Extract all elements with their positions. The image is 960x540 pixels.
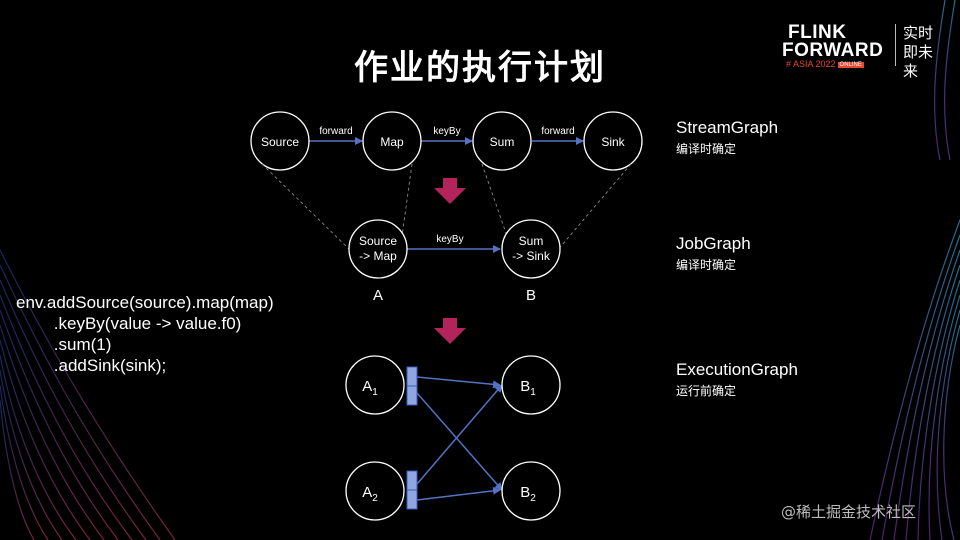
stream-node-map [362,111,422,171]
mapping-line [261,163,353,253]
job-graph-label: JobGraph 编译时确定 [676,234,751,273]
exec-node-base: A [362,378,372,395]
job-node-id: B [526,287,536,304]
logo-slogan: 实时即未来 [903,24,934,80]
exec-node-base: B [520,484,530,501]
watermark: @稀土掘金技术社区 [781,503,917,521]
down-arrow-icon [434,318,466,344]
logo-forward: FORWARD [782,40,884,61]
exec-node-label: B1 [520,378,536,398]
logo-flink: FLINK [788,22,847,43]
stream-node-label: Source [261,135,299,149]
code-line: .addSink(sink); [16,356,167,375]
result-partition [406,489,418,510]
exec-edge [416,486,501,501]
job-graph-note: 编译时确定 [676,258,737,272]
exec-node-label: A1 [362,378,378,398]
job-node-b [501,219,561,279]
code-line: .keyBy(value -> value.f0) [16,314,242,333]
job-node-label: Source [359,234,397,248]
result-partition [406,366,418,387]
exec-edge [416,392,503,491]
exec-node-sub: 2 [372,493,378,504]
execution-graph-label: ExecutionGraph 运行前确定 [676,360,798,399]
exec-node-sub: 1 [530,387,536,398]
logo-asia-text: # ASIA 2022 [786,59,836,69]
stream-edge-label: forward [319,126,352,137]
exec-node-a1 [345,355,405,415]
stream-edge-label: forward [541,126,574,137]
down-arrow-icon [434,178,466,204]
logo-online-badge: ONLINE [837,61,864,68]
job-node-label: Sum [519,234,544,248]
exec-node-base: A [362,484,372,501]
mapping-line [481,163,508,237]
stream-graph-note: 编译时确定 [676,142,737,156]
stream-graph-name: StreamGraph [676,118,779,137]
exec-node-label: A2 [362,484,378,504]
stream-edge-label: keyBy [433,126,460,137]
job-graph-name: JobGraph [676,234,751,253]
code-snippet: env.addSource(source).map(map) .keyBy(va… [16,292,274,376]
code-line: .sum(1) [16,335,112,354]
stream-node-source [250,111,310,171]
stream-node-label: Map [380,135,404,149]
exec-node-sub: 1 [372,387,378,398]
exec-edge [416,376,501,389]
mapping-line [555,163,632,253]
exec-node-sub: 2 [530,493,536,504]
execution-graph-note: 运行前确定 [676,384,737,398]
exec-node-base: B [520,378,530,395]
stream-graph-label: StreamGraph 编译时确定 [676,118,778,157]
result-partition [406,470,418,491]
stream-node-sink [583,111,643,171]
mapping-line [401,163,413,237]
exec-edge [416,384,503,485]
result-partition [406,385,418,406]
stream-node-label: Sink [601,135,625,149]
execution-graph-name: ExecutionGraph [676,360,798,379]
stream-node-sum [472,111,532,171]
job-node-label: -> Sink [512,249,551,263]
job-node-label: -> Map [359,249,397,263]
job-edge-label: keyBy [436,234,463,245]
code-line: env.addSource(source).map(map) [16,293,274,312]
exec-node-b1 [501,355,561,415]
exec-node-a2 [345,461,405,521]
job-node-a [348,219,408,279]
page-title: 作业的执行计划 [354,48,606,88]
logo-divider [895,24,896,66]
stream-node-label: Sum [490,135,515,149]
job-node-id: A [373,287,383,304]
exec-node-b2 [501,461,561,521]
exec-node-label: B2 [520,484,536,504]
